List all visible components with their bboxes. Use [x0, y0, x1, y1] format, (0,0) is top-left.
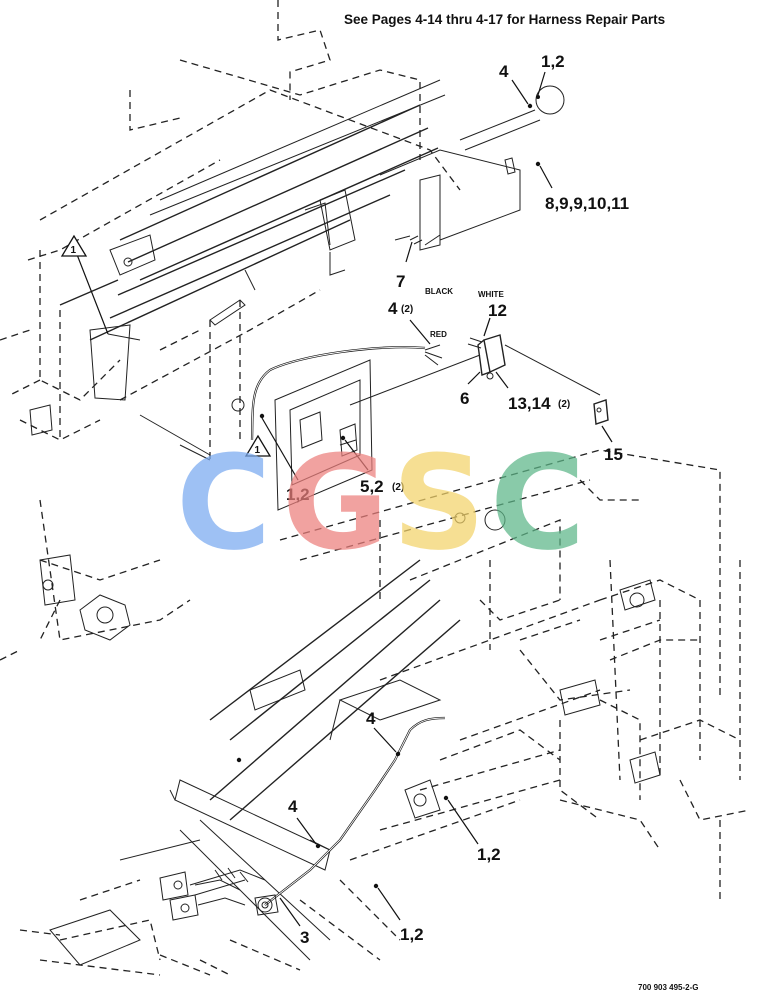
callout-4-mid: 4	[388, 299, 398, 318]
callout-3: 3	[300, 928, 309, 947]
callout-8-9-9-10-11: 8,9,9,10,11	[545, 194, 629, 213]
callout-4-top: 4	[499, 62, 509, 81]
lower-frame-outline	[0, 449, 751, 976]
reference-pointer	[75, 251, 211, 461]
callout-5-2-qty: (2)	[392, 482, 404, 493]
figure-code: 700 903 495-2-G	[638, 983, 699, 992]
flag-number: 1	[255, 445, 261, 456]
wire-label-black: BLACK	[425, 287, 453, 296]
callout-1-2-bottom: 1,2	[400, 925, 424, 944]
callout-leaders	[261, 71, 613, 927]
flag-number: 1	[71, 245, 77, 256]
lower-frame-solid	[29, 404, 661, 871]
harness-cable	[250, 344, 443, 441]
switch-assembly	[349, 334, 609, 425]
watermark-letter: C	[176, 427, 271, 579]
mount-post	[209, 299, 373, 511]
callout-7: 7	[396, 272, 405, 291]
callout-15: 15	[604, 445, 623, 464]
callout-13-14: 13,14	[508, 394, 551, 413]
reference-flag-lower: 1	[244, 434, 272, 457]
watermark-letter: C	[490, 427, 585, 579]
callout-1-2-left: 1,2	[286, 485, 310, 504]
upper-frame-outline	[0, 0, 461, 441]
hydraulic-couplers	[159, 867, 279, 921]
hitch-tongue	[49, 559, 461, 966]
wire-label-white: WHITE	[478, 290, 504, 299]
callout-13-14-qty: (2)	[558, 399, 570, 410]
watermark-letter: G	[282, 427, 389, 579]
reference-flag-upper: 1	[60, 234, 88, 257]
callout-12: 12	[488, 301, 507, 320]
callout-1-2-top: 1,2	[541, 52, 565, 71]
callout-5-2: 5,2	[360, 477, 384, 496]
callout-6: 6	[460, 389, 469, 408]
callout-4-lower: 4	[366, 709, 376, 728]
callout-4-mid-qty: (2)	[401, 304, 413, 315]
watermark-letter: S	[392, 427, 486, 579]
watermark-logo: C G S C	[176, 427, 585, 579]
callout-4-bottom: 4	[288, 797, 298, 816]
upper-rollers	[59, 79, 446, 401]
header-note: See Pages 4-14 thru 4-17 for Harness Rep…	[344, 12, 665, 27]
callout-1-2-right: 1,2	[477, 845, 501, 864]
hardware-markers	[236, 95, 541, 889]
wire-label-red: RED	[430, 330, 447, 339]
lower-cable	[189, 716, 446, 906]
top-right-bracket	[379, 85, 565, 251]
